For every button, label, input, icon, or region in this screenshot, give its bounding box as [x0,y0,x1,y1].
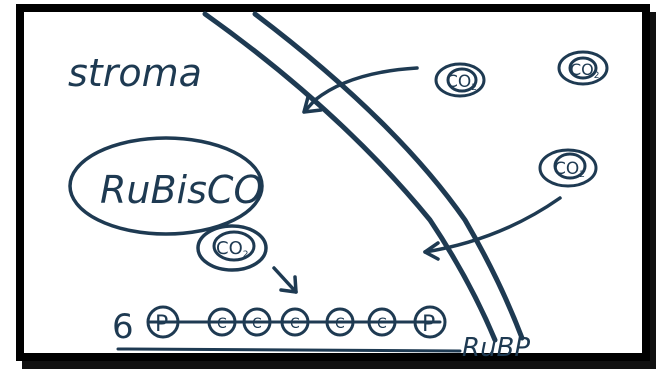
co2-subscript: 2 [243,250,249,260]
co2-molecule-right: CO2 [540,150,596,186]
co2-molecule-top-1: CO2 [436,64,484,96]
rubp-label: RuBP [462,333,530,363]
phosphate-symbol: P [155,312,168,337]
carbon-symbol: C [252,316,262,332]
co2-text: CO2 [554,159,585,180]
carbon-symbol: C [290,316,300,332]
co2-subscript: 2 [471,83,477,93]
carbon-symbol: C [217,316,227,332]
carbon-symbol: C [377,316,387,332]
stroma-label: stroma [68,51,202,95]
carbon-symbol: C [335,316,345,332]
co2-molecule-bound: CO2 [198,226,266,270]
rubp-count: 6 [112,307,134,347]
co2-subscript: 2 [594,71,600,81]
phosphate-symbol: P [422,312,435,337]
arrow-to-rubp [274,268,296,292]
co2-text: CO2 [446,72,477,93]
co2-subscript: 2 [579,170,585,180]
co2-text: CO2 [216,238,248,260]
rubisco-label: RuBisCO [100,168,263,212]
co2-molecule-top-2: CO2 [559,52,607,84]
chain-underline [118,349,460,351]
